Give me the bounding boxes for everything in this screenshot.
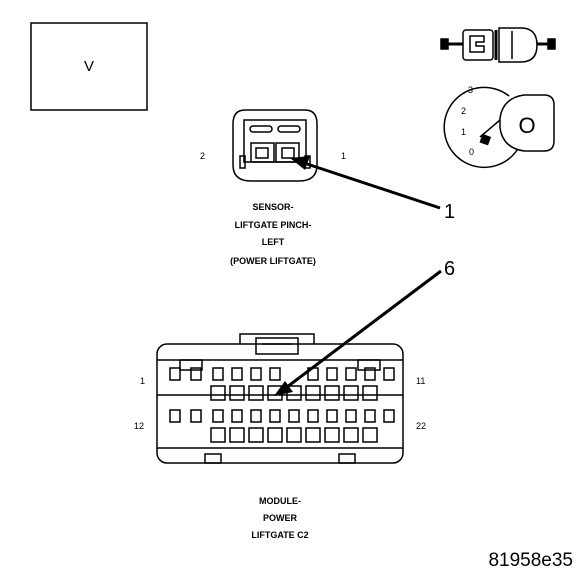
meter-box: V (30, 22, 148, 111)
sensor-connector (232, 109, 318, 182)
ignition-key-letter: O (518, 113, 535, 138)
module-pin-11-label: 11 (416, 376, 425, 386)
figure-id: 81958e35 (488, 550, 573, 571)
module-label: MODULE- POWER LIFTGATE C2 (251, 496, 308, 540)
module-label-line-3: LIFTGATE C2 (251, 530, 308, 540)
module-pin-1-label: 1 (140, 376, 145, 386)
callout-arrow-6: 6 (274, 258, 455, 396)
module-label-line-2: POWER (263, 513, 298, 523)
sensor-label-line-3: LEFT (262, 237, 285, 247)
ignition-position-0: 0 (469, 147, 474, 157)
ignition-switch-icon: O 3 2 1 0 (443, 85, 555, 169)
module-connector (156, 333, 404, 464)
callout-arrow-1: 1 (290, 156, 455, 223)
sensor-label-line-1: SENSOR- (252, 202, 293, 212)
sensor-label-line-2: LIFTGATE PINCH- (235, 220, 312, 230)
callout-label-6: 6 (444, 258, 455, 280)
module-pin-12-label: 12 (134, 421, 144, 431)
sensor-label: SENSOR- LIFTGATE PINCH- LEFT (POWER LIFT… (230, 202, 316, 266)
sensor-pin-1-label: 1 (341, 151, 346, 161)
sensor-pin-2-label: 2 (200, 151, 205, 161)
sensor-label-line-4: (POWER LIFTGATE) (230, 256, 316, 266)
ignition-position-3: 3 (468, 85, 473, 95)
connector-symbol-icon (440, 27, 556, 63)
module-label-line-1: MODULE- (259, 496, 301, 506)
ignition-position-2: 2 (461, 106, 466, 116)
meter-label: V (84, 58, 94, 75)
module-pin-22-label: 22 (416, 421, 426, 431)
callout-label-1: 1 (444, 201, 455, 223)
ignition-position-1: 1 (461, 127, 466, 137)
